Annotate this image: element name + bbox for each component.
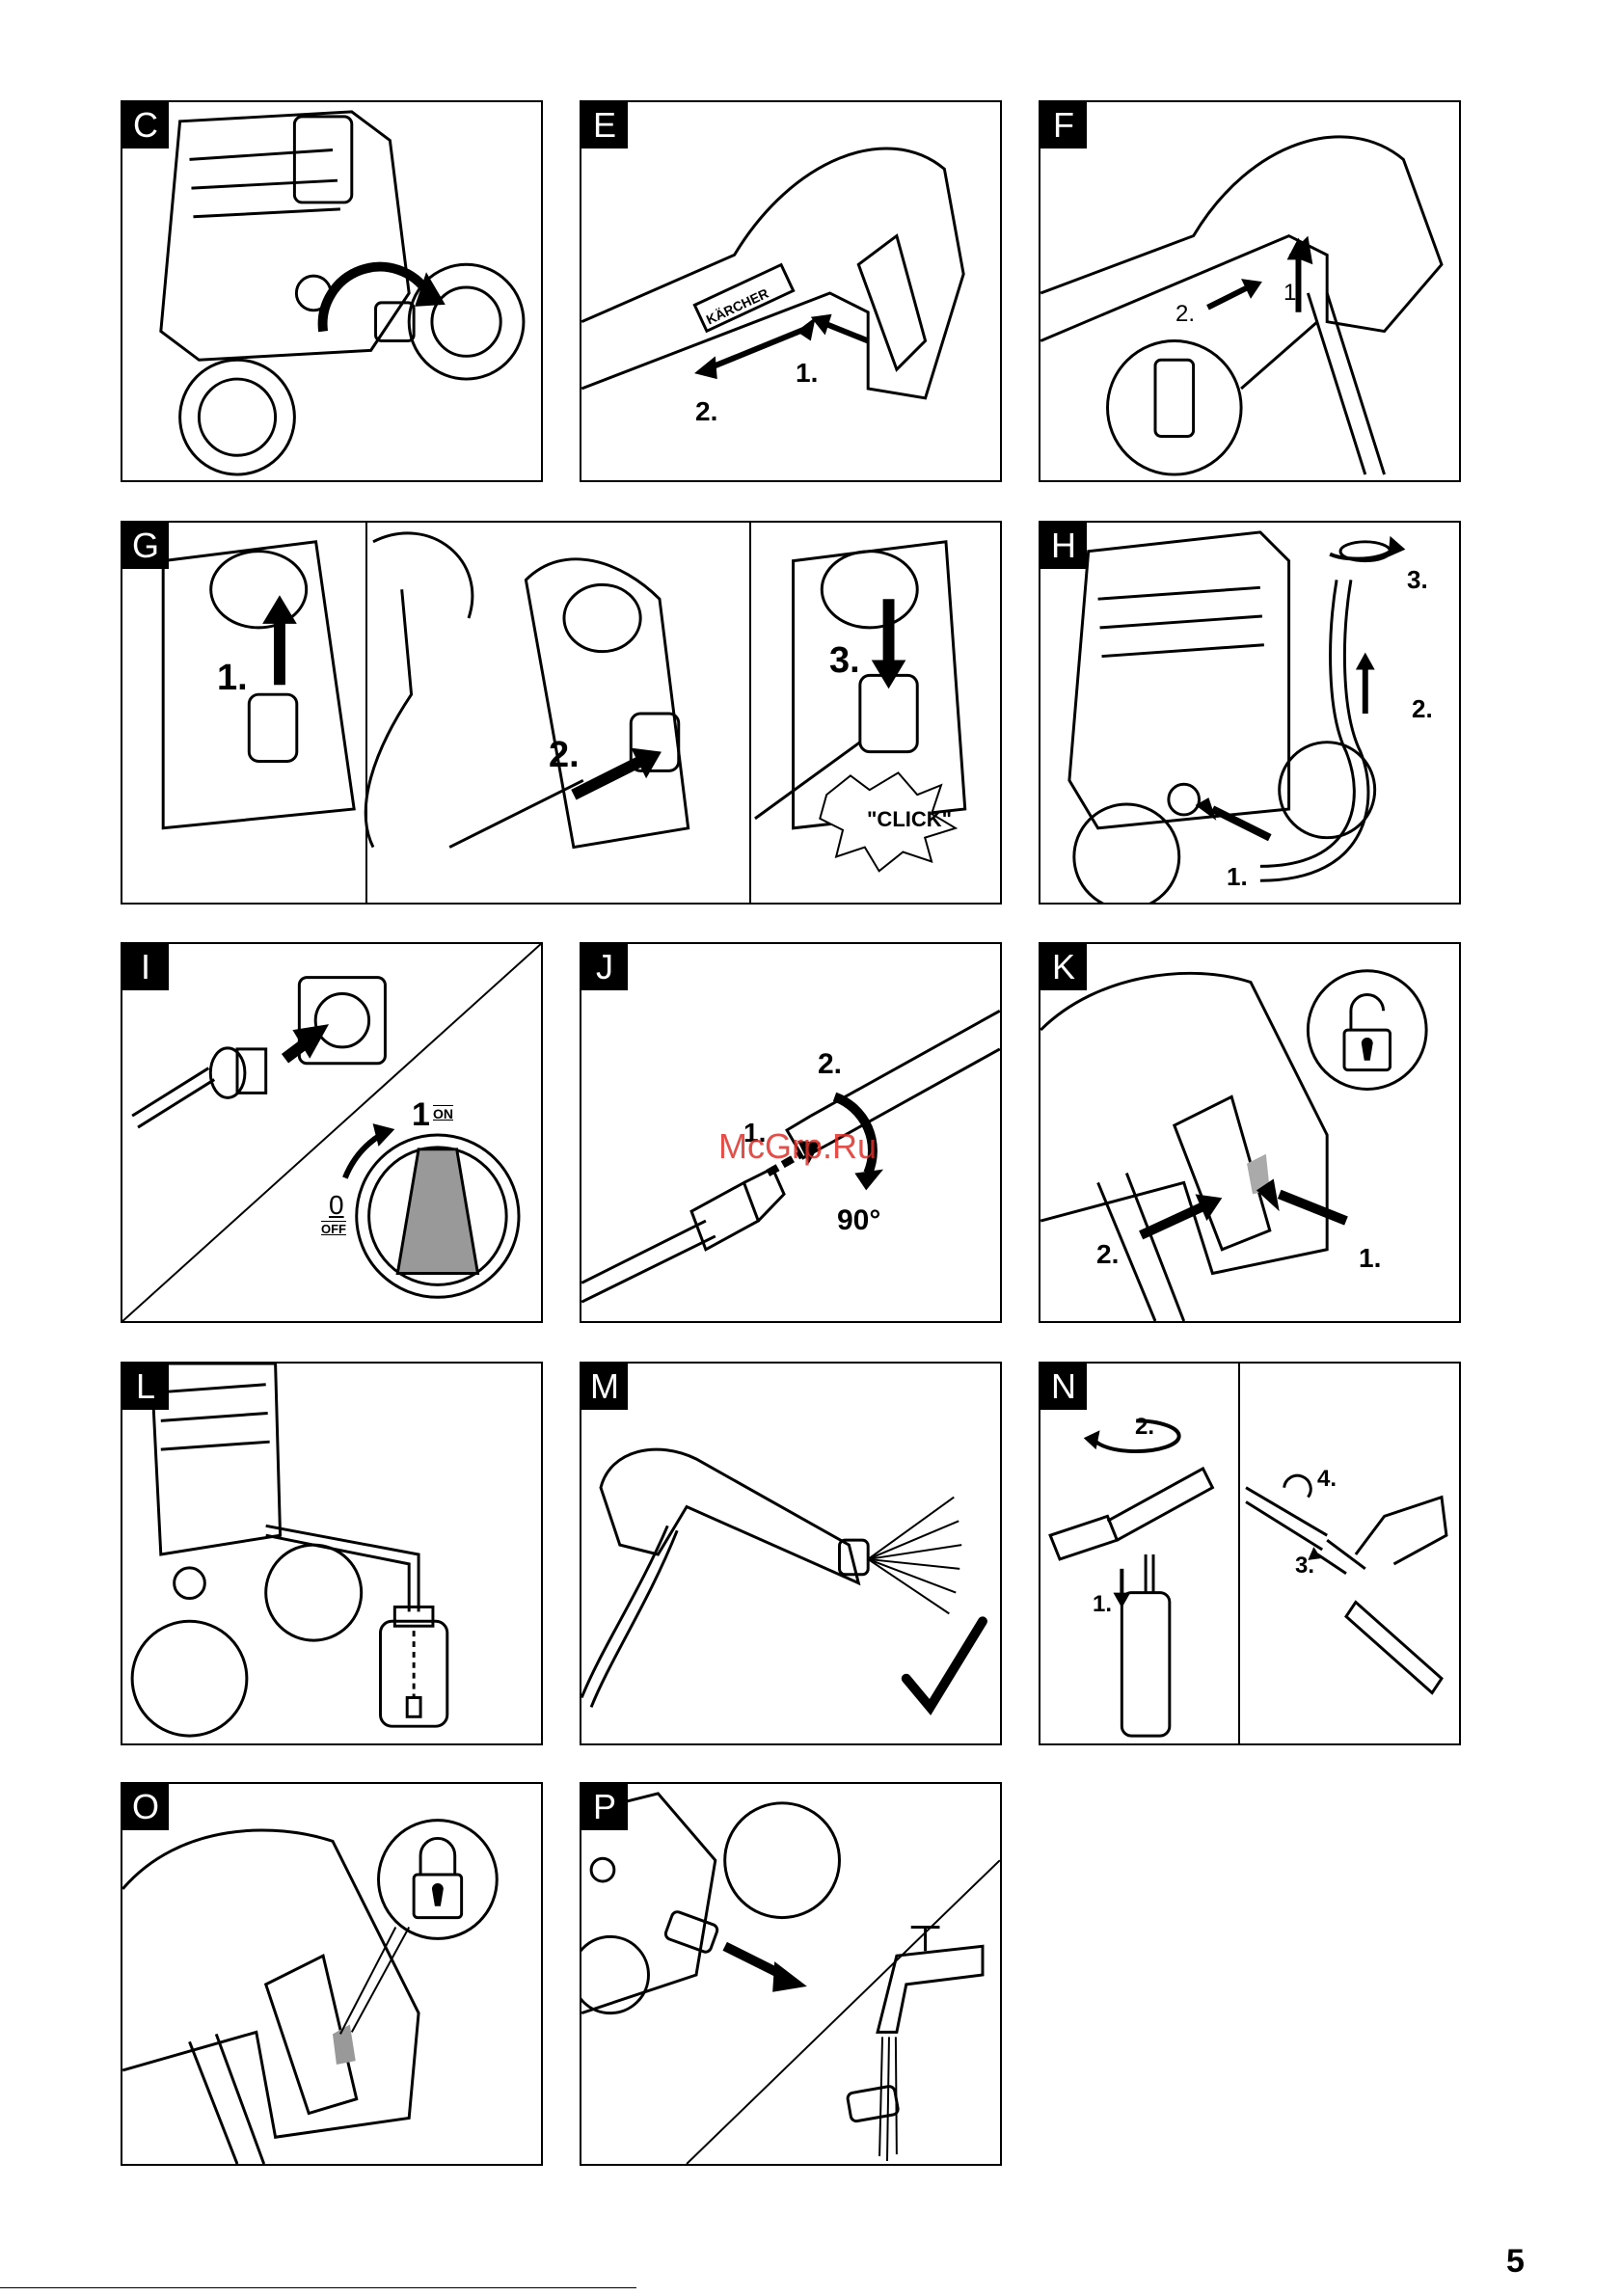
panel-label: C bbox=[122, 102, 169, 149]
panel-h: H 1. 2. 3. bbox=[1039, 521, 1461, 905]
panel-label: O bbox=[122, 1784, 169, 1830]
footer-rule bbox=[0, 2287, 636, 2288]
step-1-label: 1. bbox=[1093, 1591, 1112, 1618]
panel-g: G 1. 2. 3. "CLICK" bbox=[121, 521, 1002, 905]
water-supply-connection-illustration bbox=[1040, 523, 1459, 903]
detergent-hose-illustration bbox=[122, 1364, 541, 1743]
step-2-label: 2. bbox=[549, 735, 580, 776]
step-2-label: 2. bbox=[695, 396, 717, 427]
power-plug-and-switch-illustration bbox=[122, 944, 541, 1321]
step-2-label: 2. bbox=[1412, 694, 1433, 724]
panel-o: O bbox=[121, 1782, 543, 2166]
panel-label: L bbox=[122, 1364, 169, 1410]
watermark-text: McGrp.Ru bbox=[718, 1126, 877, 1167]
panel-c: C bbox=[121, 100, 543, 482]
step-3-label: 3. bbox=[829, 640, 860, 682]
switch-on-number: 1 bbox=[412, 1096, 430, 1134]
step-2-label: 2. bbox=[1096, 1239, 1119, 1270]
step-2-label: 2. bbox=[818, 1048, 842, 1081]
panel-i: I 1 ON 0 OFF bbox=[121, 942, 543, 1323]
panel-f: F 1. 2. bbox=[1039, 100, 1461, 482]
panel-label: E bbox=[581, 102, 628, 149]
pressure-washer-hose-connection-illustration bbox=[122, 102, 541, 480]
spray-lance-insert-illustration bbox=[1040, 102, 1459, 480]
panel-m: M bbox=[580, 1362, 1002, 1745]
panel-p: P bbox=[580, 1782, 1002, 2166]
step-1-label: 1. bbox=[1359, 1243, 1381, 1274]
spray-gun-spraying-illustration bbox=[581, 1364, 1000, 1743]
panel-label: P bbox=[581, 1784, 628, 1830]
step-1-label: 1. bbox=[1283, 280, 1303, 307]
switch-off-number: 0 bbox=[329, 1190, 344, 1221]
step-1-label: 1. bbox=[1227, 862, 1248, 892]
step-3-label: 3. bbox=[1295, 1553, 1314, 1580]
panel-l: L bbox=[121, 1362, 543, 1745]
step-1-label: 1. bbox=[217, 658, 248, 699]
panel-label: K bbox=[1040, 944, 1087, 990]
switch-off-label: OFF bbox=[321, 1222, 346, 1236]
page-number: 5 bbox=[1506, 2243, 1525, 2281]
detergent-nozzle-illustration bbox=[1040, 1364, 1459, 1743]
hose-attachment-sequence-illustration bbox=[122, 523, 1000, 903]
water-filter-cleaning-illustration bbox=[581, 1784, 1000, 2164]
panel-label: J bbox=[581, 944, 628, 990]
spray-gun-trigger-illustration: KÄRCHER bbox=[581, 102, 1000, 480]
step-2-label: 2. bbox=[1135, 1414, 1154, 1441]
panel-label: N bbox=[1040, 1364, 1087, 1410]
panel-e: E KÄRCHER 1. 2. bbox=[580, 100, 1002, 482]
step-2-label: 2. bbox=[1175, 301, 1195, 328]
panel-label: G bbox=[122, 523, 169, 569]
panel-k: K 1. 2. bbox=[1039, 942, 1461, 1323]
step-4-label: 4. bbox=[1317, 1466, 1337, 1493]
panel-label: F bbox=[1040, 102, 1087, 149]
step-3-label: 3. bbox=[1407, 565, 1428, 595]
panel-label: I bbox=[122, 944, 169, 990]
rotation-angle-label: 90° bbox=[837, 1204, 880, 1237]
panel-label: M bbox=[581, 1364, 628, 1410]
trigger-lock-illustration bbox=[122, 1784, 541, 2164]
switch-on-label: ON bbox=[433, 1106, 453, 1121]
step-1-label: 1. bbox=[796, 358, 818, 389]
panel-n: N 1. 2. 3. 4. bbox=[1039, 1362, 1461, 1745]
panel-label: H bbox=[1040, 523, 1087, 569]
click-callout: "CLICK" bbox=[867, 807, 952, 832]
